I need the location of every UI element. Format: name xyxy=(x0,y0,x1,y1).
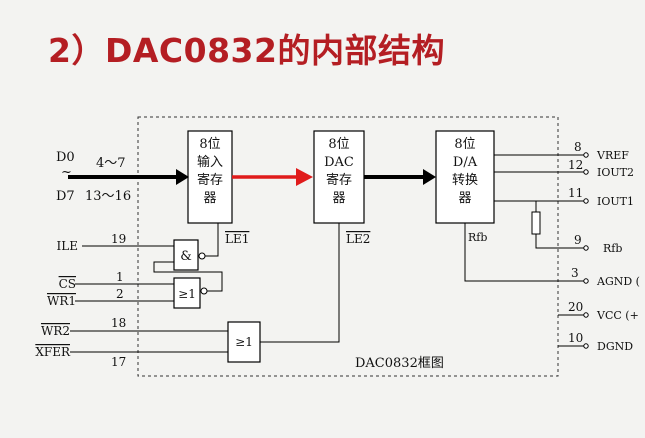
data-d7-label: D7 xyxy=(56,189,75,204)
dac-register-block xyxy=(313,130,365,224)
or-gate-1-bubble xyxy=(200,287,208,295)
cs-label: CS xyxy=(59,277,76,291)
input-register-block xyxy=(187,130,233,224)
chip-boundary xyxy=(137,116,559,377)
vref-label: VREF xyxy=(596,149,629,162)
ile-label: ILE xyxy=(57,239,78,253)
and-gate-symbol: & xyxy=(180,249,192,264)
dac-reg-line-4: 器 xyxy=(332,191,345,206)
da-conv-line-1: 8位 xyxy=(454,137,475,152)
data-tilde-label: ~ xyxy=(61,165,72,180)
wr1-label: WR1 xyxy=(47,294,76,308)
and-gate-bubble xyxy=(198,252,206,260)
xfer-pin: 17 xyxy=(111,355,126,369)
dac-reg-line-3: 寄存 xyxy=(326,172,352,188)
input-reg-line-2: 输入 xyxy=(197,154,223,170)
or-gate-1-symbol: ≥1 xyxy=(178,287,196,301)
pin-dgnd: 10 xyxy=(568,331,583,345)
rfb-label: Rfb xyxy=(603,242,622,255)
wr2-pin: 18 xyxy=(111,316,126,330)
page-title: 2）DAC0832的内部结构 xyxy=(48,31,445,70)
or-gate-1 xyxy=(173,277,201,309)
pin-iout2: 12 xyxy=(568,158,583,172)
le2-label: LE2 xyxy=(346,232,370,246)
da-conv-line-4: 器 xyxy=(458,191,471,206)
bus-red-arrowhead xyxy=(296,168,313,186)
wr2-label: WR2 xyxy=(41,324,70,338)
ile-pin: 19 xyxy=(111,232,126,246)
dgnd-label: DGND xyxy=(597,340,633,353)
or-gate-2-symbol: ≥1 xyxy=(235,335,253,349)
pin-iout1: 11 xyxy=(568,186,583,200)
diagram-caption: DAC0832框图 xyxy=(355,356,444,371)
data-bus-in-arrowhead xyxy=(176,169,189,185)
xfer-label: XFER xyxy=(35,345,71,359)
dac-reg-line-1: 8位 xyxy=(328,137,349,152)
data-d0-label: D0 xyxy=(56,150,75,165)
output-terminals xyxy=(583,152,589,349)
data-pins-bottom: 13～16 xyxy=(85,189,131,204)
da-conv-line-3: 转换 xyxy=(452,173,478,188)
pin-vcc: 20 xyxy=(568,300,583,314)
rfb-inner-label: Rfb xyxy=(468,231,487,244)
wr1-pin: 2 xyxy=(116,287,124,301)
cs-pin: 1 xyxy=(116,270,124,284)
and-gate xyxy=(173,239,199,271)
input-reg-line-3: 寄存 xyxy=(197,172,223,188)
input-reg-line-1: 8位 xyxy=(199,137,220,152)
pin-rfb: 9 xyxy=(574,233,582,247)
pin-vref: 8 xyxy=(574,140,582,154)
input-reg-line-4: 器 xyxy=(203,191,216,206)
iout2-label: IOUT2 xyxy=(597,166,634,179)
or-gate-2 xyxy=(227,321,261,363)
pin-agnd: 3 xyxy=(571,266,579,280)
bus-dac-to-converter-arrowhead xyxy=(423,169,436,185)
le1-label: LE1 xyxy=(225,232,249,246)
da-conv-line-2: D/A xyxy=(453,155,478,170)
dac-reg-line-2: DAC xyxy=(324,155,354,170)
control-wires xyxy=(70,154,584,353)
agnd-label: AGND ( xyxy=(596,275,640,288)
data-pins-top: 4～7 xyxy=(96,156,126,171)
iout1-label: IOUT1 xyxy=(597,195,634,208)
vcc-label: VCC (+ xyxy=(596,309,639,322)
